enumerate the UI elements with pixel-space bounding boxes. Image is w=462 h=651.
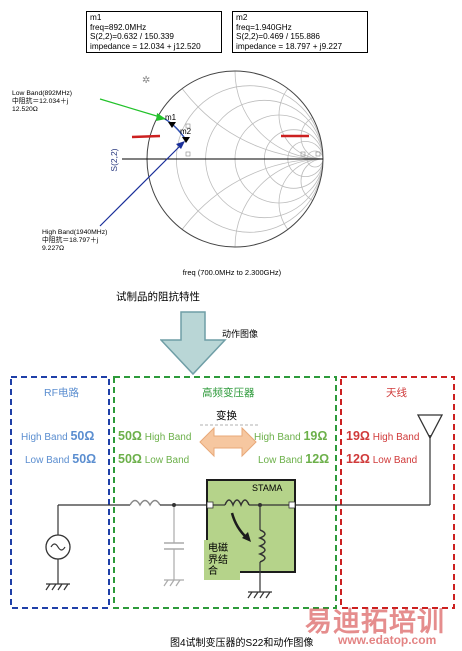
antenna-low-band: 12Ω Low Band — [346, 452, 418, 466]
transformer-title: 高频变压器 — [202, 387, 255, 399]
m1-name: m1 — [90, 13, 102, 22]
m2-s22: S(2,2)=0.469 / 155.886 — [236, 32, 320, 42]
m2-impedance: impedance = 18.797 + j9.227 — [236, 41, 343, 51]
marker-m2-icon — [182, 137, 190, 143]
smith-x-arc — [300, 158, 323, 204]
figure-caption: 图4试制变压器的S22和动作图像 — [170, 638, 314, 649]
antenna-box — [340, 376, 455, 609]
high-band-note: High Band(1940MHz) 中阻抗＝18.797＋j 9.227Ω — [42, 229, 108, 252]
arrow-label: 动作图像 — [222, 329, 259, 339]
low-band-red-line — [131, 134, 161, 139]
high-band-arrow-line — [99, 145, 181, 227]
antenna-high-band: 19Ω High Band — [346, 429, 420, 443]
primary-coil — [224, 499, 250, 508]
low-band-arrow-line — [99, 98, 161, 118]
circuit-diagram — [10, 376, 455, 609]
m1-s22: S(2,2)=0.632 / 150.339 — [90, 32, 174, 42]
m2-freq: freq=1.940GHz — [236, 22, 292, 32]
smith-axis-label: S(2,2) — [109, 148, 119, 171]
smith-x-arc — [278, 71, 323, 160]
coupling-label: 电磁 界结 合 — [208, 543, 228, 577]
sun-icon: ✲ — [142, 75, 150, 86]
rf-low-band: Low Band 50Ω — [25, 452, 97, 466]
ground-icon — [163, 579, 184, 587]
smith-chart: S(2,2) m1 m2 ✲ freq (700.0MHz to 2.300GH… — [99, 70, 324, 277]
ground-icon — [247, 591, 272, 599]
antenna-icon — [416, 414, 444, 440]
xfmr-right-low: Low Band 12Ω — [258, 452, 330, 466]
high-band-arrowhead — [176, 141, 185, 149]
antenna-title: 天线 — [386, 387, 407, 399]
xfmr-left-high: 50Ω High Band — [118, 429, 192, 443]
transformer-box — [113, 376, 337, 609]
inductor-series — [129, 499, 161, 507]
marker-m2-box: m2 freq=1.940GHz S(2,2)=0.469 / 155.886 … — [232, 11, 368, 54]
convert-label: 变换 — [216, 410, 237, 422]
m1-impedance: impedance = 12.034 + j12.520 — [90, 41, 201, 51]
double-arrow-icon — [199, 426, 257, 458]
watermark-cn: 易迪拓培训 — [305, 607, 445, 637]
rf-circuit-box — [10, 376, 110, 609]
smith-x-arc — [147, 158, 323, 247]
stama-block — [206, 479, 296, 573]
smith-x-arc — [234, 71, 323, 160]
down-arrow-icon — [160, 311, 227, 376]
watermark-url: www.edatop.com — [338, 633, 437, 647]
stama-label: STAMA — [252, 483, 283, 493]
rf-high-band: High Band 50Ω — [21, 429, 95, 443]
xfmr-right-high: High Band 19Ω — [254, 429, 328, 443]
marker-m2-label: m2 — [180, 127, 192, 136]
smith-x-arc — [234, 158, 323, 247]
secondary-coil — [257, 529, 266, 563]
marker-m1-box: m1 freq=892.0MHz S(2,2)=0.632 / 150.339 … — [86, 11, 222, 54]
m2-name: m2 — [236, 13, 248, 22]
m1-freq: freq=892.0MHz — [90, 22, 147, 32]
smith-caption: 试制品的阻抗特性 — [116, 291, 200, 303]
ground-icon — [45, 583, 70, 591]
smith-x-arc — [278, 158, 323, 247]
marker-m1-icon — [168, 122, 176, 128]
freq-label: freq (700.0MHz to 2.300GHz) — [183, 268, 282, 277]
rf-circuit-title: RF电路 — [44, 387, 79, 399]
low-band-arrowhead — [156, 113, 166, 121]
low-band-note: Low Band(892MHz) 中阻抗＝12.034＋j 12.520Ω — [12, 90, 73, 113]
marker-m1-label: m1 — [165, 113, 177, 122]
xfmr-left-low: 50Ω Low Band — [118, 452, 190, 466]
